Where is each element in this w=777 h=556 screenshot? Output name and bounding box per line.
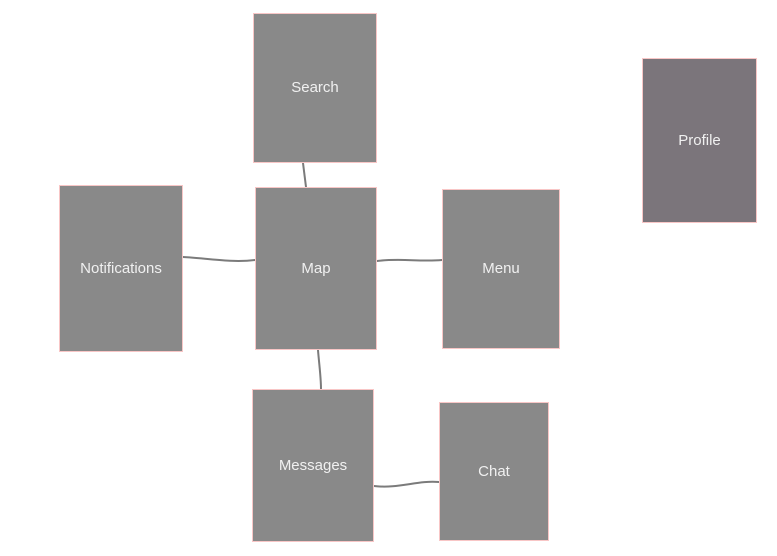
- edge-map-menu[interactable]: [376, 258, 443, 262]
- edge-messages-chat[interactable]: [373, 480, 440, 488]
- node-map-label: Map: [301, 259, 331, 277]
- node-search[interactable]: Search: [253, 13, 377, 163]
- node-messages[interactable]: Messages: [252, 389, 374, 542]
- node-profile[interactable]: Profile: [642, 58, 757, 223]
- edge-map-messages[interactable]: [317, 349, 322, 390]
- node-chat-label: Chat: [478, 462, 510, 480]
- node-menu-label: Menu: [482, 260, 520, 277]
- node-notifications[interactable]: Notifications: [59, 185, 183, 352]
- node-map[interactable]: Map: [255, 187, 377, 350]
- edge-notifications-map[interactable]: [182, 256, 256, 262]
- node-notifications-label: Notifications: [80, 259, 162, 277]
- edge-search-map[interactable]: [302, 162, 307, 188]
- node-profile-label: Profile: [678, 131, 721, 149]
- node-search-label: Search: [291, 79, 339, 96]
- node-menu[interactable]: Menu: [442, 189, 560, 349]
- node-chat[interactable]: Chat: [439, 402, 549, 541]
- node-messages-label: Messages: [278, 456, 348, 474]
